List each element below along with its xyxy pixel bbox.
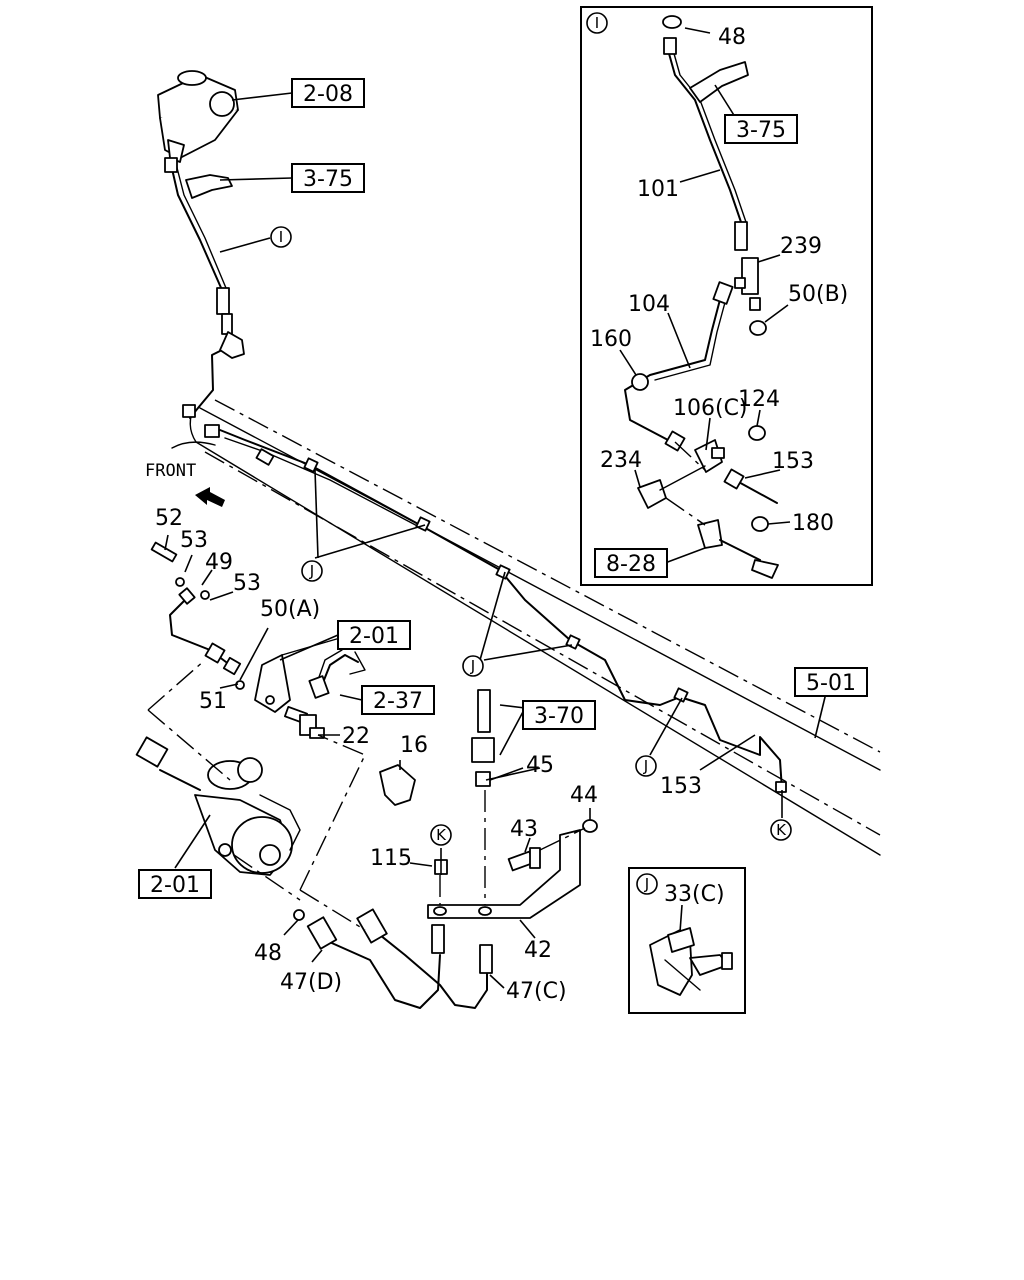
part-number: 53 (233, 571, 261, 596)
ref-box: 2-37 (361, 685, 435, 715)
circle-ref: J (462, 655, 484, 677)
part-number: 153 (660, 774, 702, 799)
part-number: 48 (254, 941, 282, 966)
svg-text:I: I (279, 228, 283, 246)
part-number: 42 (524, 938, 552, 963)
svg-text:3-70: 3-70 (534, 704, 584, 729)
part-number: 124 (738, 387, 780, 412)
part-number: 101 (637, 177, 679, 202)
circle-ref: K (770, 819, 792, 841)
part-number: 104 (628, 292, 670, 317)
part-number: 52 (155, 506, 183, 531)
part-number: 106(C) (673, 396, 748, 421)
front-arrow-icon (195, 487, 225, 507)
svg-text:5-01: 5-01 (806, 671, 856, 696)
proportioning-valve-bracket (254, 637, 341, 713)
circle-ref: I (270, 226, 292, 248)
reservoir-master-cylinder (157, 70, 239, 163)
front-label: FRONT (145, 461, 196, 481)
ref-box: 2-01 (337, 620, 411, 650)
svg-text:K: K (776, 821, 787, 839)
hose-2-37 (308, 649, 366, 699)
part-number: 153 (772, 449, 814, 474)
brake-hose-upper (164, 157, 245, 359)
svg-text:J: J (644, 875, 649, 893)
ref-box: 2-08 (291, 78, 365, 108)
circle-ref: I (586, 12, 608, 34)
part-number: 48 (718, 25, 746, 50)
circle-ref: K (430, 824, 452, 846)
part-number: 180 (792, 511, 834, 536)
lower-left-pipes (150, 541, 245, 690)
part-number: 234 (600, 448, 642, 473)
part-number: 33(C) (664, 882, 725, 907)
part-number: 22 (342, 724, 370, 749)
svg-text:I: I (595, 14, 599, 32)
svg-text:2-37: 2-37 (373, 689, 423, 714)
svg-text:K: K (436, 826, 447, 844)
part-number: 160 (590, 327, 632, 352)
inset-detail-i (580, 6, 873, 586)
ref-box: 3-75 (291, 163, 365, 193)
svg-text:2-08: 2-08 (303, 82, 353, 107)
ref-box: 8-28 (594, 548, 668, 578)
part-number: 43 (510, 817, 538, 842)
frame-rail (171, 399, 881, 856)
svg-text:2-01: 2-01 (150, 873, 200, 898)
bracket-42 (427, 829, 581, 919)
dashed-guides (147, 659, 586, 931)
pipe-clip (182, 404, 787, 793)
ref-box: 3-75 (724, 114, 798, 144)
part-number: 47(D) (280, 970, 342, 995)
part-number: 51 (199, 689, 227, 714)
part-number: 50(A) (260, 597, 320, 622)
part-number: 115 (370, 846, 412, 871)
leader-lines (164, 27, 827, 989)
ref-box: 2-01 (138, 869, 212, 899)
part-number: 45 (526, 753, 554, 778)
part-number: 44 (570, 783, 598, 808)
tee-fitting-22 (283, 705, 325, 739)
svg-text:3-75: 3-75 (303, 167, 353, 192)
part-number: 53 (180, 528, 208, 553)
part-number: 47(C) (506, 979, 567, 1004)
brake-booster-unit (135, 736, 301, 876)
circle-ref: J (301, 560, 323, 582)
svg-text:2-01: 2-01 (349, 624, 399, 649)
lower-outlet-pipes (293, 908, 493, 1009)
svg-text:J: J (643, 757, 648, 775)
ref-box: 3-70 (522, 700, 596, 730)
part-numbers: 52 53 49 53 50(A) 51 22 16 45 44 43 115 … (155, 25, 848, 1004)
part-number: 239 (780, 234, 822, 259)
part-number: 16 (400, 733, 428, 758)
part-number: 49 (205, 550, 233, 575)
circle-ref: J (635, 755, 657, 777)
svg-text:3-75: 3-75 (736, 118, 786, 143)
ref-box: 5-01 (794, 667, 868, 697)
svg-text:8-28: 8-28 (606, 552, 656, 577)
svg-text:J: J (309, 562, 314, 580)
circle-ref: J (636, 873, 658, 895)
part-number: 50(B) (788, 282, 848, 307)
svg-text:J: J (470, 657, 475, 675)
